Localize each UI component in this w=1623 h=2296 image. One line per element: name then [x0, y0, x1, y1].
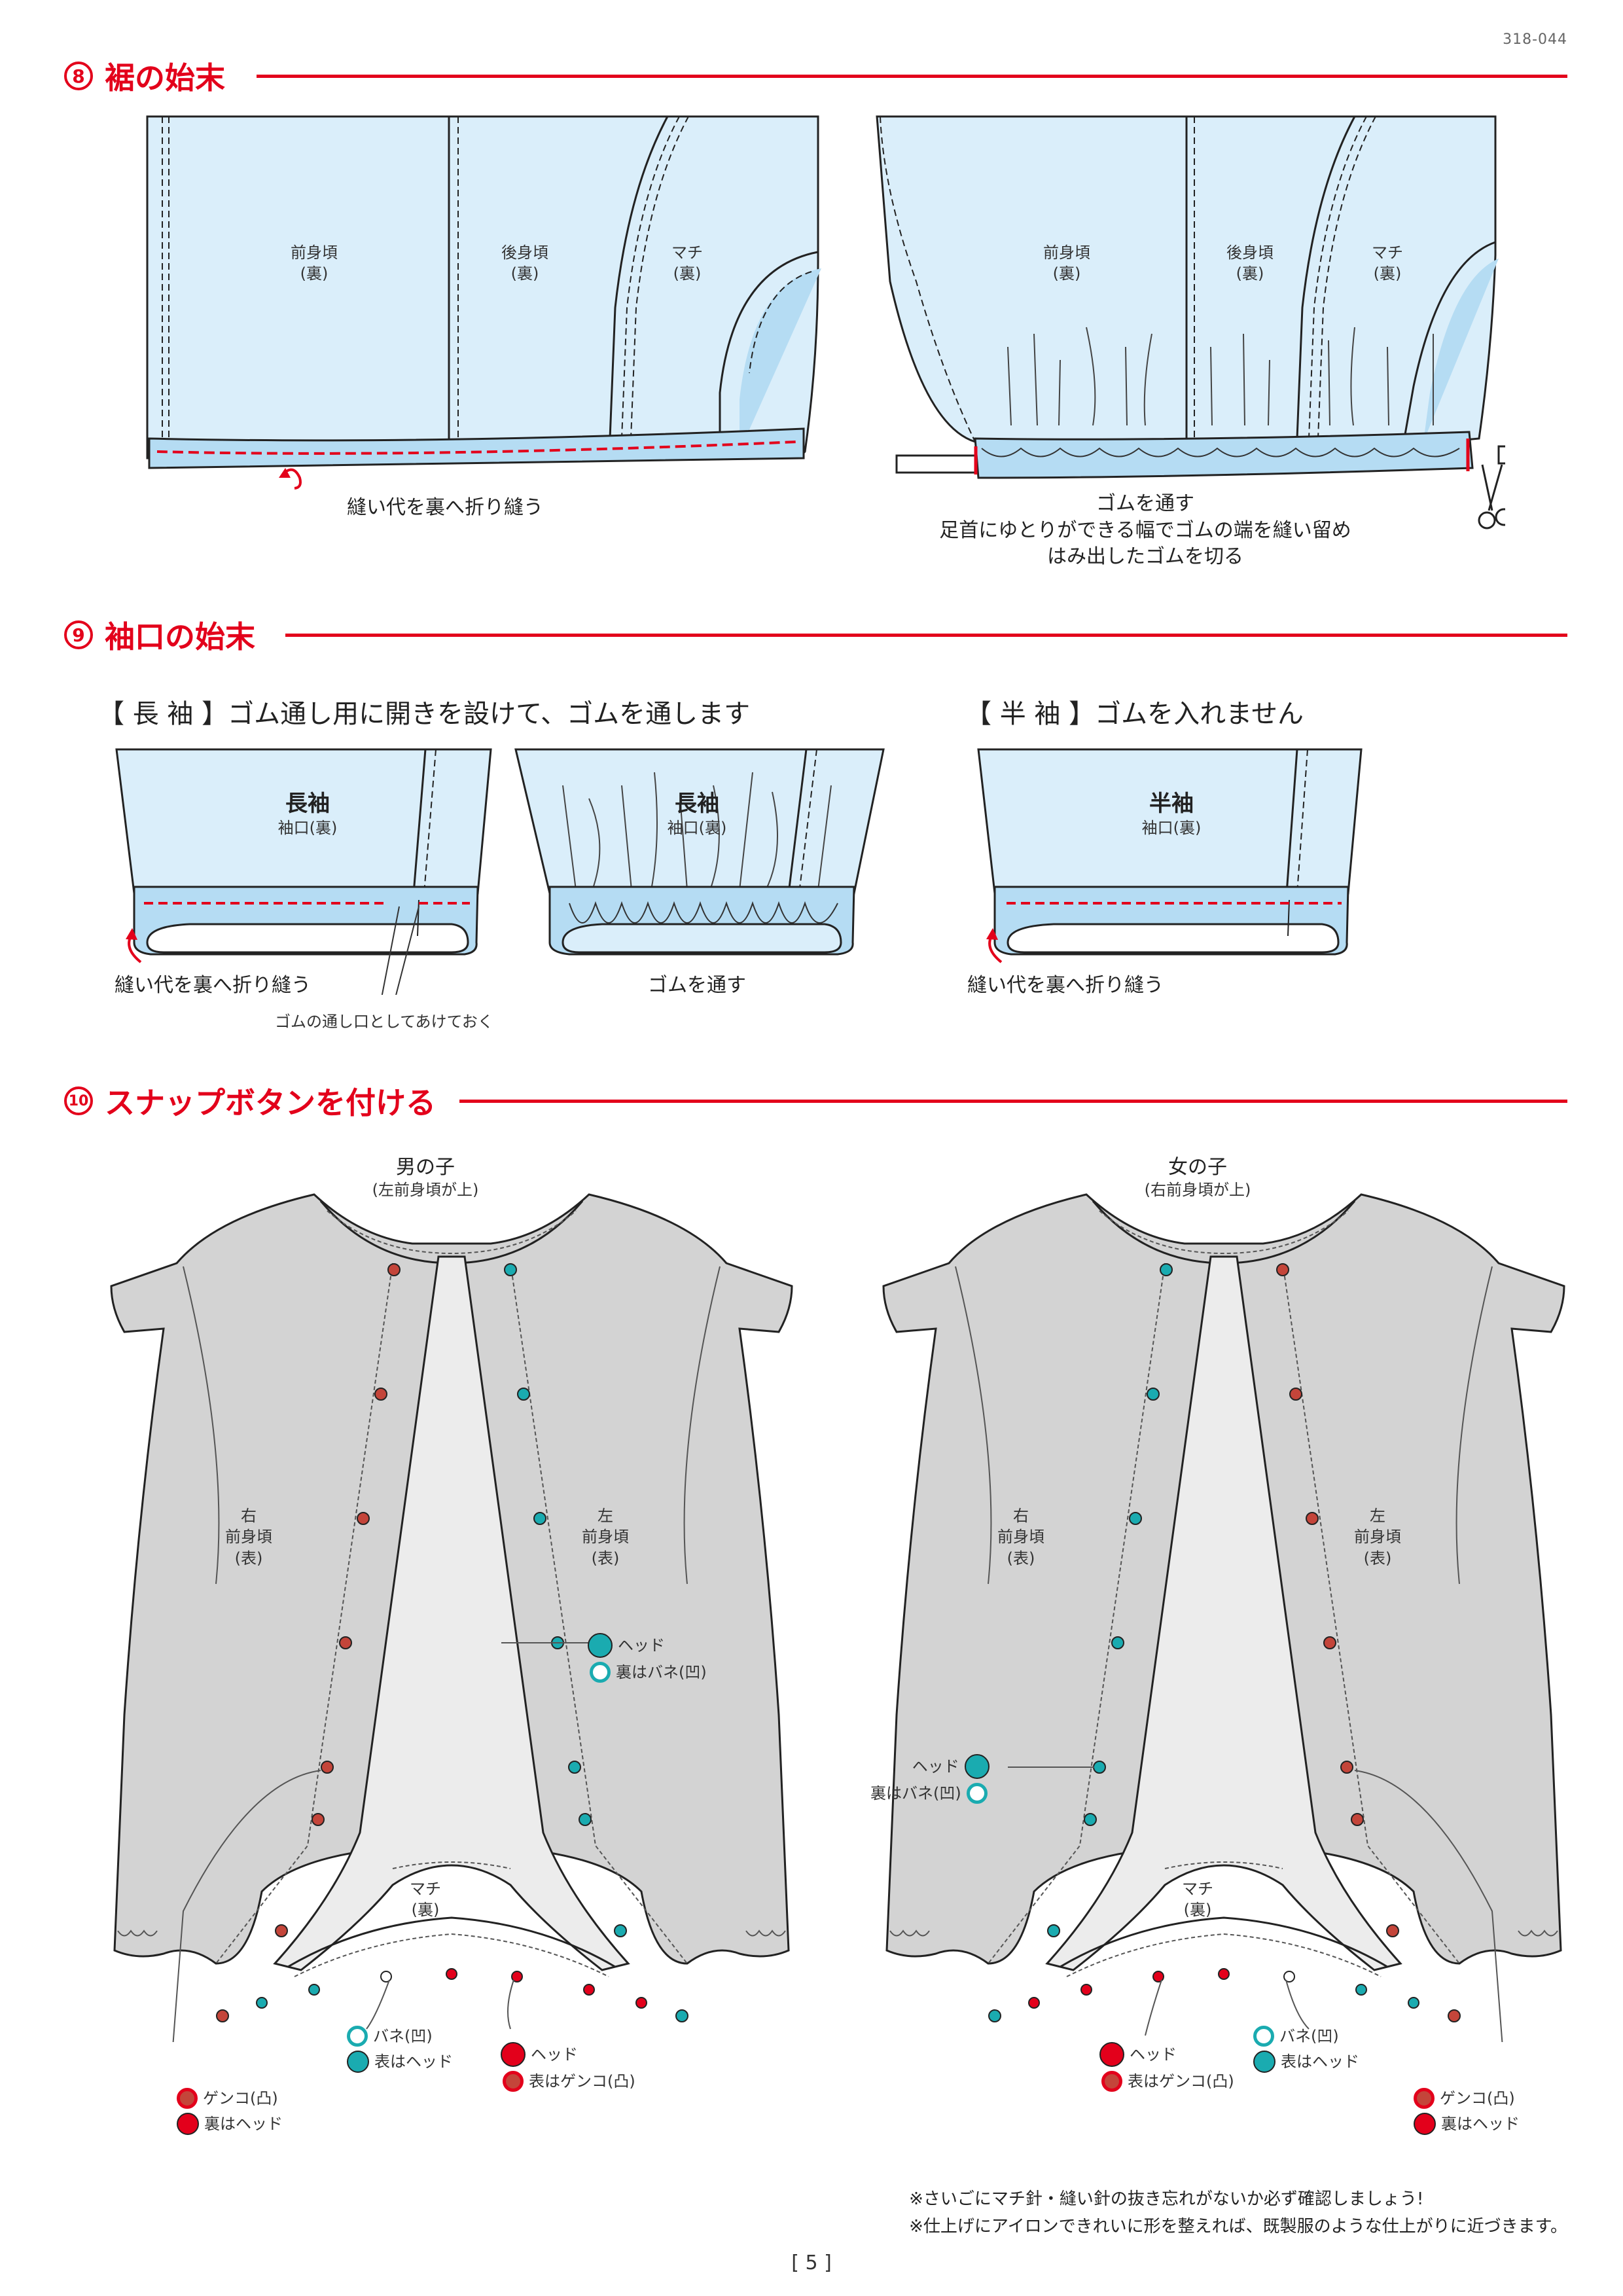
boy-legend-genko: ゲンコ(凸) 裏はヘッド [177, 2088, 283, 2136]
label-gusset-2: マチ(裏) [1372, 243, 1403, 283]
hem-caption-left: 縫い代を裏へ折り縫う [347, 496, 543, 519]
snap-head-icon [501, 2042, 526, 2067]
label-front-body-1: 前身頃(裏) [291, 243, 338, 283]
snap-spring-icon [1253, 2026, 1274, 2047]
section-9-heading: 9 袖口の始末 [64, 615, 255, 655]
footnotes: ※さいごにマチ針・縫い針の抜き忘れがないか必ず確認しましょう! ※仕上げにアイロ… [909, 2186, 1567, 2240]
footnote-1: ※さいごにマチ針・縫い針の抜き忘れがないか必ず確認しましょう! [909, 2189, 1424, 2209]
section-10-heading: 10 スナップボタンを付ける [64, 1081, 436, 1121]
boy-legend-spring: バネ(凹) 表はヘッド [347, 2026, 453, 2073]
boy-legend-head: ヘッド 裏はバネ(凹) [588, 1633, 707, 1683]
snap-spring-icon [347, 2026, 368, 2047]
girl-legend-head: ヘッド 裏はバネ(凹) [870, 1754, 990, 1804]
hem-gathered-panel [876, 115, 1505, 529]
section-8-heading: 8 裾の始末 [64, 56, 225, 96]
hem-caption-right: ゴムを通す 足首にゆとりができる幅でゴムの端を縫い留め はみ出したゴムを切る [939, 492, 1351, 568]
boy-title: 男の子(左前身頃が上) [372, 1156, 479, 1199]
section-number: 9 [64, 620, 93, 649]
section-rule [459, 1100, 1567, 1103]
snap-head-icon [964, 1754, 990, 1779]
girl-right-panel-label: 右前身頃(表) [997, 1507, 1044, 1568]
sleeve-caption-1: 縫い代を裏へ折り縫う [115, 974, 311, 997]
sleeve-panel-1 [115, 748, 492, 995]
section-rule [285, 634, 1567, 637]
snap-spring-icon [590, 1662, 611, 1683]
snap-genko-icon [503, 2071, 524, 2092]
section-title: 裾の始末 [105, 60, 225, 96]
snap-head-icon [588, 1633, 613, 1658]
section-rule [257, 75, 1567, 78]
snap-genko-icon [1414, 2088, 1435, 2109]
sleeve-panel-1-title: 長袖袖口(裏) [277, 791, 338, 837]
page-number: [ 5 ] [791, 2251, 832, 2274]
section-title: 袖口の始末 [105, 619, 255, 655]
short-sleeve-header: 【 半 袖 】ゴムを入れません [965, 699, 1304, 729]
section-number: 10 [64, 1086, 93, 1115]
snap-head-icon [1414, 2113, 1436, 2136]
girl-gusset-label: マチ(裏) [1182, 1880, 1213, 1920]
sleeve-illustration [115, 748, 1363, 995]
snap-genko-icon [177, 2088, 198, 2109]
footnote-2: ※仕上げにアイロンできれいに形を整えれば、既製服のような仕上がりに近づきます。 [909, 2216, 1567, 2236]
snap-genko-icon [1101, 2071, 1122, 2092]
sleeve-caption-2: ゴムを通す [648, 974, 746, 997]
boy-legend-head-red: ヘッド 表はゲンコ(凸) [501, 2042, 635, 2092]
girl-legend-head-red: ヘッド 表はゲンコ(凸) [1099, 2042, 1234, 2092]
snap-head-icon [347, 2051, 369, 2073]
snap-head-icon [1099, 2042, 1124, 2067]
scissors-icon [1478, 464, 1505, 529]
snap-head-icon [1253, 2051, 1275, 2073]
girl-legend-spring: バネ(凹) 表はヘッド [1253, 2026, 1359, 2073]
snap-spring-icon [966, 1783, 988, 1804]
boy-gusset-label: マチ(裏) [410, 1880, 441, 1920]
sleeve-panel-3-title: 半袖袖口(裏) [1141, 791, 1202, 837]
sleeve-opening-note: ゴムの通し口としてあけておく [275, 1013, 493, 1031]
boy-romper [110, 1193, 793, 2042]
sleeve-panel-2 [514, 748, 885, 956]
girl-left-panel-label: 左前身頃(表) [1354, 1507, 1401, 1568]
section-title: スナップボタンを付ける [105, 1085, 436, 1121]
sleeve-panel-2-title: 長袖袖口(裏) [667, 791, 727, 837]
label-back-body-1: 後身頃(裏) [501, 243, 548, 283]
section-number: 8 [64, 62, 93, 90]
label-gusset-1: マチ(裏) [671, 243, 703, 283]
page-code: 318-044 [1503, 31, 1567, 48]
girl-title: 女の子(右前身頃が上) [1144, 1156, 1251, 1199]
hem-flat-panel [146, 115, 821, 490]
girl-romper [882, 1193, 1565, 2042]
girl-legend-genko: ゲンコ(凸) 裏はヘッド [1414, 2088, 1520, 2136]
hem-illustration [146, 115, 1505, 529]
long-sleeve-header: 【 長 袖 】ゴム通し用に開きを設けて、ゴムを通します [98, 699, 751, 729]
boy-left-panel-label: 左前身頃(表) [582, 1507, 629, 1568]
label-back-body-2: 後身頃(裏) [1226, 243, 1274, 283]
label-front-body-2: 前身頃(裏) [1043, 243, 1090, 283]
sleeve-panel-3 [977, 748, 1363, 963]
boy-right-panel-label: 右前身頃(表) [225, 1507, 272, 1568]
snap-head-icon [177, 2113, 199, 2136]
sleeve-caption-3: 縫い代を裏へ折り縫う [967, 974, 1164, 997]
